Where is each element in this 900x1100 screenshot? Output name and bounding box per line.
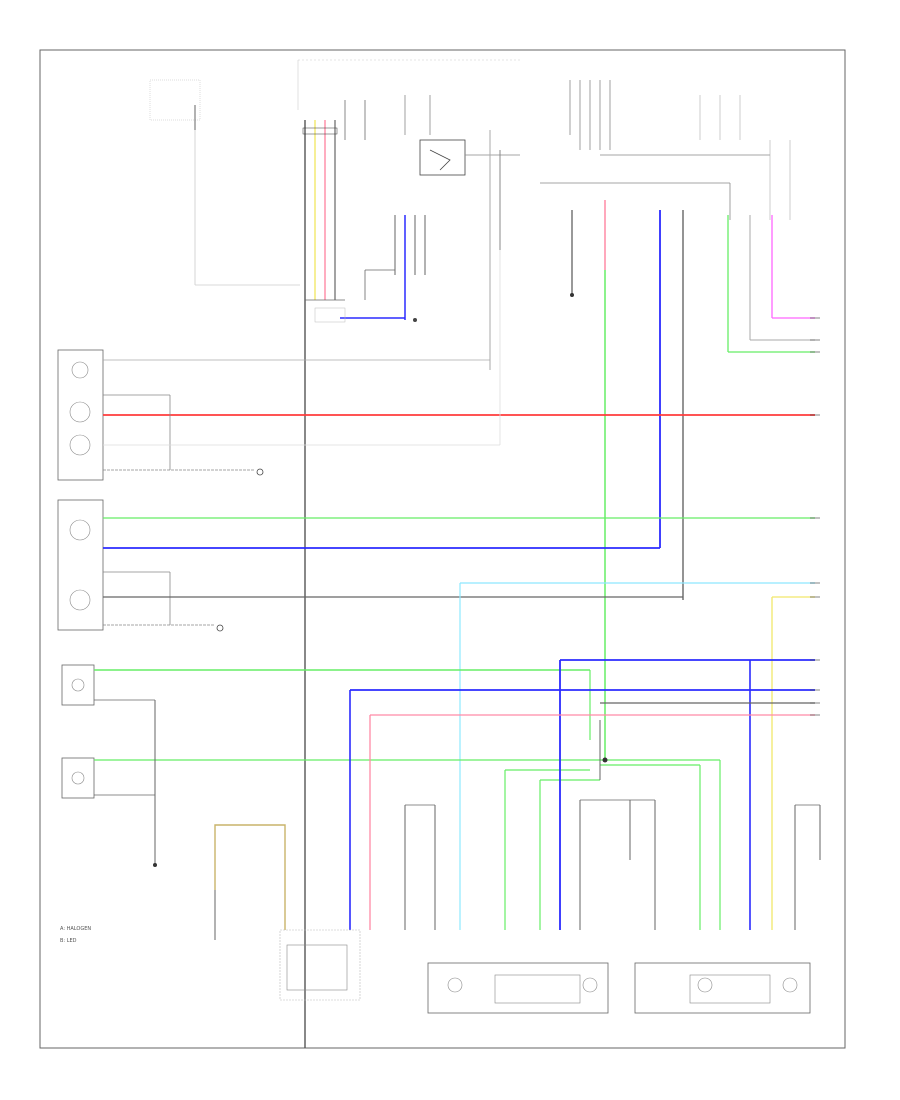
olive-loop-wire xyxy=(214,824,286,930)
connector-ticks xyxy=(810,317,820,716)
left-lamp-small-bottom xyxy=(61,757,95,799)
right-headlight-connector-box xyxy=(427,962,609,1014)
legend-item-1: A: HALOGEN xyxy=(60,926,91,932)
legend: A: HALOGEN B: LED xyxy=(60,926,91,944)
left-headlight-connector-box xyxy=(634,962,811,1014)
relay-block xyxy=(404,95,520,370)
left-headlight-unit-top xyxy=(57,349,104,481)
left-headlight-unit-bottom xyxy=(57,499,104,631)
light-control-switch-block xyxy=(279,929,361,1001)
switch-block-center xyxy=(305,215,426,323)
top-connector-bundle xyxy=(297,59,520,1048)
legend-item-2: B: LED xyxy=(60,938,77,944)
left-lamp-small-top xyxy=(61,664,95,706)
top-right-connector-block xyxy=(540,80,791,220)
diagram-frame xyxy=(39,49,846,1049)
top-left-ground-block xyxy=(149,79,300,286)
